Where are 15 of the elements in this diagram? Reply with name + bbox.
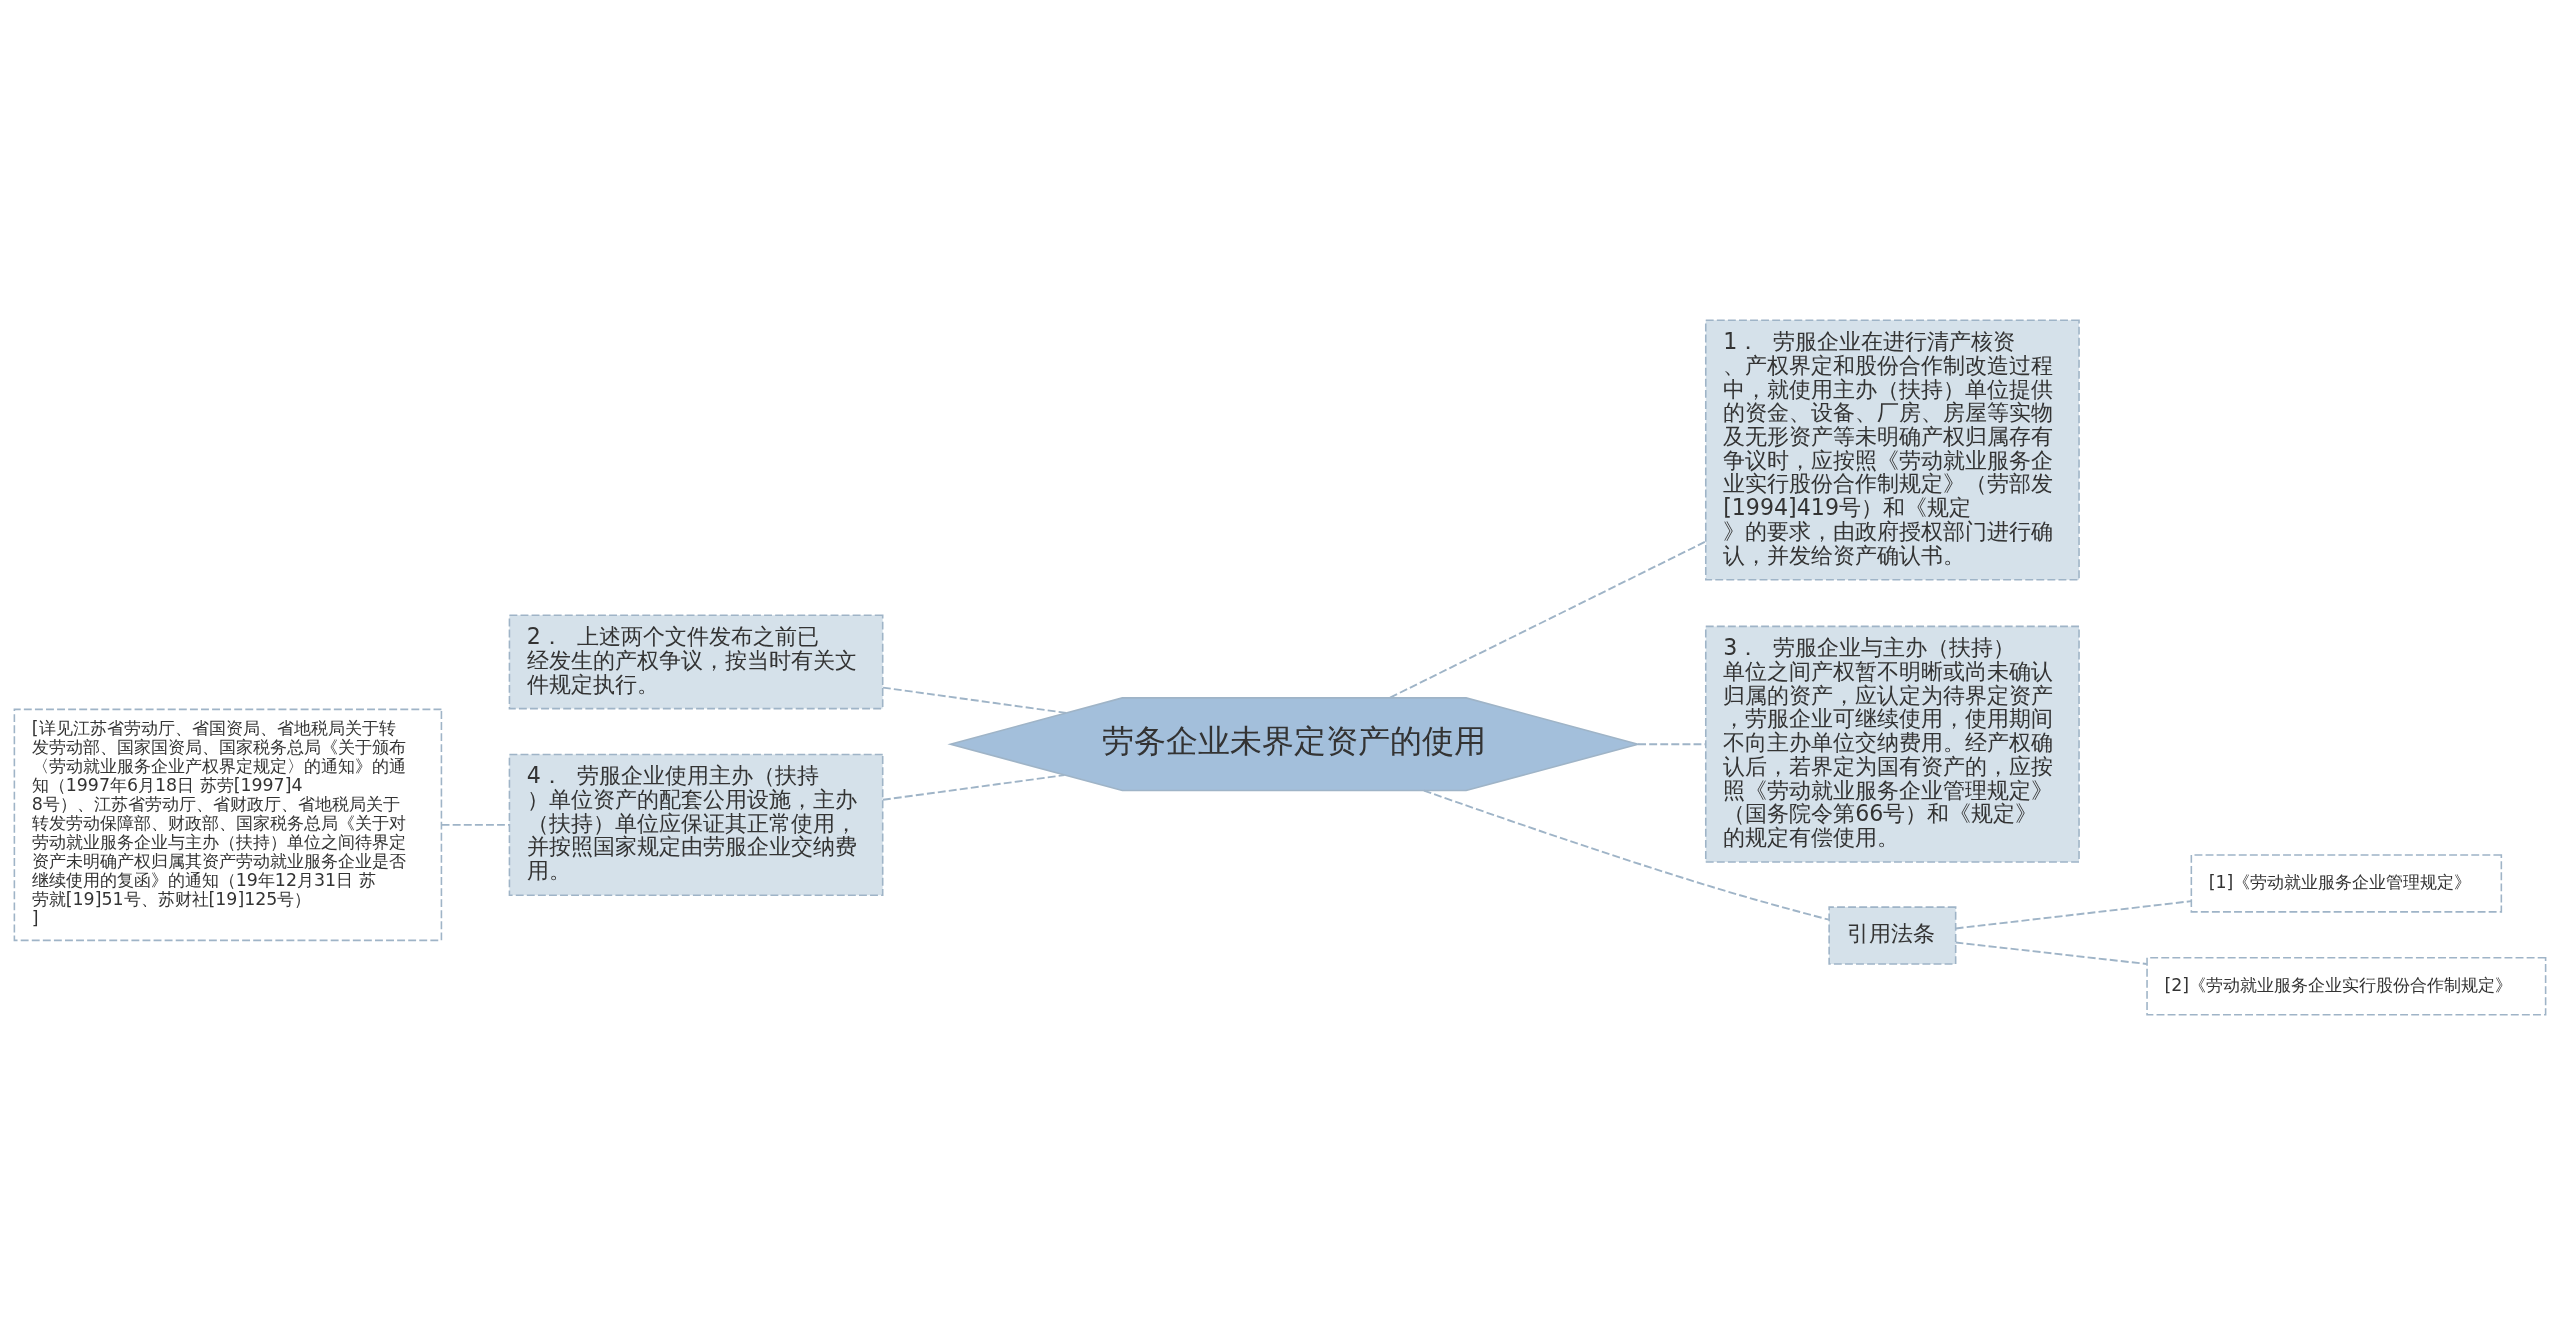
node-box: 4． 劳服企业使用主办（扶持）单位资产的配套公用设施，主办（扶持）单位应保证其正常使用，并按照国家规定由劳服企业交纳费用。 [508, 753, 884, 897]
connector [882, 686, 1068, 714]
node-box: [2]《劳动就业服务企业实行股份合作制规定》 [2146, 956, 2547, 1016]
node-box: [详见江苏省劳动厅、省国资局、省地税局关于转发劳动部、国家国资局、国家税务总局《关于颁布〈劳动就业服务企业产权界定规定〉的通知》的通知（1997年6月18日 苏劳[1997]48号）、江苏省劳动厅、省财政厅、省地税局关于转发劳动保障部、财政部、国家税务总局《关于对劳动就业服务企业与主办（扶持）单位之间待界定资产未明确产权归属其资产劳动就业服务企业是否继续使用的复函》的通知（19年12月31日 苏劳就[19]51号、苏财社[19]125号）] [13, 708, 443, 942]
connector [1954, 900, 2193, 930]
node-box: 1． 劳服企业在进行清产核资、产权界定和股份合作制改造过程中，就使用主办（扶持）单位提供的资金、设备、厂房、房屋等实物及无形资产等未明确产权归属存有争议时，应按照《劳动就业服务企业实行股份合作制规定》（劳部发[1994]419号）和《规定》的要求，由政府授权部门进行确认，并发给资产确认书。 [1705, 319, 2080, 581]
node-box: [1]《劳动就业服务企业管理规定》 [2190, 854, 2503, 913]
node-box: 2． 上述两个文件发布之前已经发生的产权争议，按当时有关文件规定执行。 [508, 614, 884, 710]
connector [1389, 540, 1707, 699]
node-box: 3． 劳服企业与主办（扶持）单位之间产权暂不明晰或尚未确认归属的资产，应认定为待界定资产，劳服企业可继续使用，使用期间不向主办单位交纳费用。经产权确认后，若界定为国有资产的，应按照《劳动就业服务企业管理规定》（国务院令第66号）和《规定》的规定有偿使用。 [1705, 625, 2080, 863]
connector [882, 774, 1066, 801]
connector [1954, 941, 2148, 965]
connector [440, 823, 510, 826]
node-box: 引用法条 [1828, 906, 1957, 965]
connector [1422, 789, 1830, 921]
